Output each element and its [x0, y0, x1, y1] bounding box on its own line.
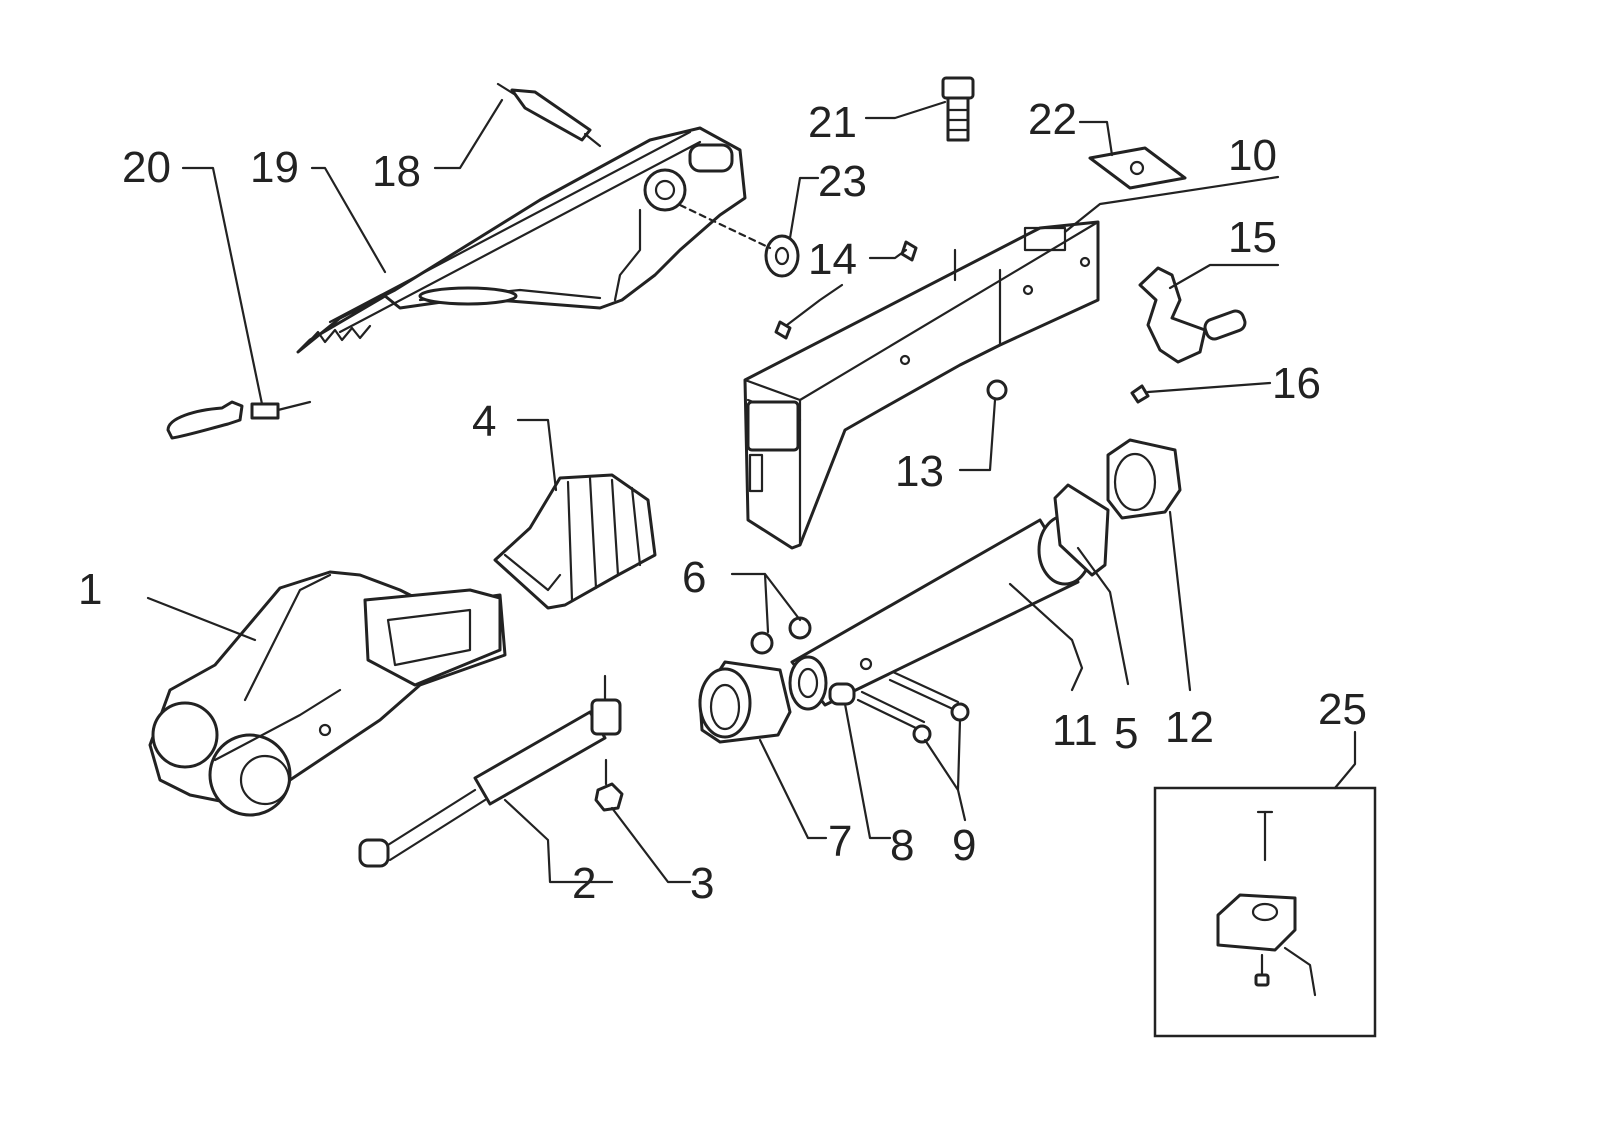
leader-15	[1168, 263, 1280, 290]
callout-19: 19	[250, 143, 299, 192]
leader-11	[1008, 582, 1084, 692]
callout-12: 12	[1165, 703, 1214, 752]
leader-4	[516, 418, 558, 492]
leader-6	[730, 572, 802, 634]
callout-10: 10	[1228, 131, 1277, 180]
detail-box-25	[1153, 786, 1377, 1038]
callout-9: 9	[952, 821, 976, 870]
callout-18: 18	[372, 147, 421, 196]
leader-22	[1078, 120, 1114, 157]
leader-lines	[146, 98, 1357, 884]
leader-16	[1146, 381, 1272, 394]
leader-20	[181, 166, 264, 406]
drawbar-tube	[788, 514, 1093, 711]
leader-5	[1076, 546, 1130, 686]
callout-15: 15	[1228, 213, 1277, 262]
callout-8: 8	[890, 821, 914, 870]
bellows	[493, 473, 657, 610]
callout-25: 25	[1318, 685, 1367, 734]
callout-4: 4	[472, 397, 496, 446]
callout-2: 2	[572, 859, 596, 908]
callout-20: 20	[122, 143, 171, 192]
callout-labels: 1 2 3 4 5 6 7 8 9 10 11 12 13 14 15 16 1…	[78, 95, 1367, 908]
leader-25	[1333, 730, 1357, 790]
callout-14: 14	[808, 235, 857, 284]
leader-14b	[785, 283, 844, 327]
shock-absorber	[358, 674, 622, 868]
hand-brake-lever	[296, 126, 747, 354]
callout-5: 5	[1114, 709, 1138, 758]
end-bushing	[1106, 438, 1182, 520]
callout-21: 21	[808, 98, 857, 147]
clevis-pin	[166, 400, 312, 440]
nut	[986, 379, 1008, 401]
coupling-head	[148, 570, 507, 817]
callout-23: 23	[818, 157, 867, 206]
leader-2	[503, 798, 614, 884]
washer	[678, 203, 800, 278]
square-plate	[1088, 146, 1187, 190]
callout-6: 6	[682, 553, 706, 602]
long-bolts	[856, 657, 970, 744]
leader-21	[864, 100, 947, 120]
leader-14a	[868, 248, 908, 260]
leader-7	[758, 738, 828, 840]
callout-16: 16	[1272, 359, 1321, 408]
leader-12	[1168, 510, 1192, 692]
leader-10	[1063, 175, 1280, 234]
callout-11: 11	[1052, 706, 1098, 755]
bushing-block	[698, 660, 792, 744]
leader-18	[433, 98, 504, 170]
lock-nut	[750, 616, 812, 655]
callout-3: 3	[690, 859, 714, 908]
brake-cable-spring	[496, 82, 602, 148]
leader-13	[958, 398, 997, 472]
drawbar-housing	[743, 220, 1100, 550]
callout-1: 1	[78, 565, 102, 614]
small-pin	[774, 240, 918, 340]
leader-1	[146, 596, 257, 642]
hex-nut	[594, 758, 624, 812]
callout-22: 22	[1028, 95, 1077, 144]
coupling-catch	[1138, 266, 1247, 364]
callout-7: 7	[828, 817, 852, 866]
bolt	[941, 76, 975, 142]
leader-8	[843, 702, 892, 840]
leader-19	[310, 166, 387, 274]
leader-23	[788, 176, 820, 240]
callout-13: 13	[895, 447, 944, 496]
leader-3	[610, 806, 692, 884]
flange	[1053, 483, 1110, 577]
leader-9	[923, 718, 967, 822]
small-spring	[1130, 384, 1150, 404]
sleeve	[828, 682, 856, 706]
